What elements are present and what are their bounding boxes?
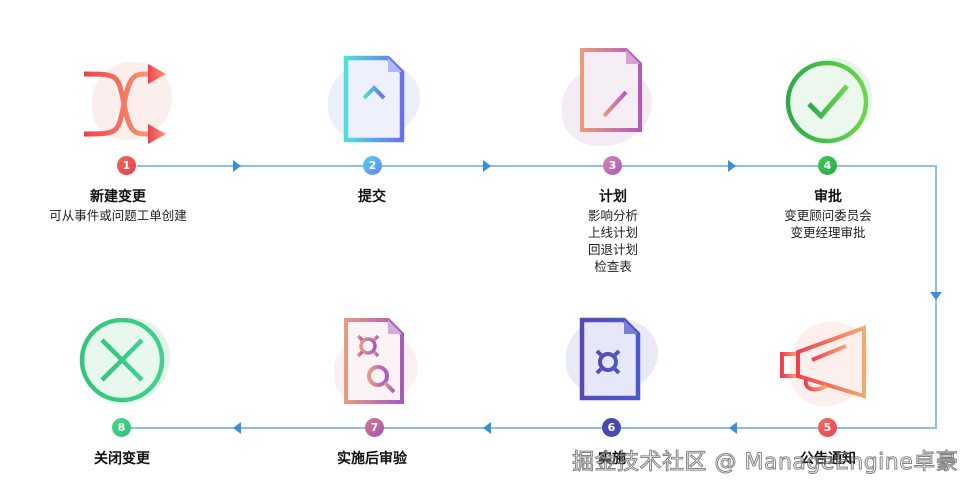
arrow-right-icon <box>728 160 736 172</box>
step-label: 实施 <box>512 450 712 469</box>
close-circle-icon <box>79 318 165 403</box>
step-number-badge: 4 <box>818 156 837 175</box>
arrow-down-icon <box>930 292 942 300</box>
connector-top <box>137 165 936 167</box>
step-title: 实施后审验 <box>337 451 407 467</box>
arrow-left-icon <box>729 422 737 434</box>
step-title: 提交 <box>358 189 386 205</box>
arrow-left-icon <box>233 422 241 434</box>
connector-bottom <box>127 427 937 429</box>
step-label: 公告通知 <box>728 450 928 469</box>
step-number-badge: 5 <box>818 418 837 437</box>
step-number-badge: 2 <box>363 156 382 175</box>
watermark: 掘金技术社区 @ ManageEngine卓豪 <box>571 450 959 476</box>
file-gear-search-icon <box>344 318 404 404</box>
shuffle-icon <box>83 64 166 144</box>
step-number-badge: 6 <box>602 418 621 437</box>
file-upload-icon <box>343 55 405 143</box>
step-number-badge: 8 <box>112 418 131 437</box>
step-title: 计划 <box>599 189 627 205</box>
step-label: 提交 <box>272 188 472 207</box>
step-label: 新建变更 可从事件或问题工单创建 <box>18 188 218 224</box>
step-label: 关闭变更 <box>22 450 222 469</box>
step-title: 实施 <box>598 451 626 467</box>
megaphone-icon <box>780 325 866 399</box>
step-desc: 变更经理审批 <box>790 225 866 240</box>
step-label: 计划 影响分析 上线计划 回退计划 检查表 <box>513 188 713 275</box>
document-edit-icon <box>580 48 642 132</box>
arrow-left-icon <box>483 422 491 434</box>
step-desc: 影响分析 <box>587 208 638 223</box>
step-title: 关闭变更 <box>94 451 150 467</box>
step-number-badge: 1 <box>117 156 136 175</box>
arrow-right-icon <box>483 160 491 172</box>
step-title: 公告通知 <box>800 451 856 467</box>
step-label: 实施后审验 <box>272 450 472 469</box>
step-desc: 变更顾问委员会 <box>784 208 872 223</box>
step-desc: 检查表 <box>594 259 632 274</box>
step-desc: 上线计划 <box>587 225 638 240</box>
step-number-badge: 7 <box>365 418 384 437</box>
step-title: 新建变更 <box>90 189 146 205</box>
check-circle-icon <box>785 60 869 144</box>
step-title: 审批 <box>814 189 842 205</box>
step-desc: 可从事件或问题工单创建 <box>49 208 187 223</box>
step-label: 审批 变更顾问委员会 变更经理审批 <box>728 188 928 241</box>
arrow-right-icon <box>233 160 241 172</box>
file-gear-icon <box>579 317 641 401</box>
step-number-badge: 3 <box>603 156 622 175</box>
step-desc: 回退计划 <box>587 242 638 257</box>
